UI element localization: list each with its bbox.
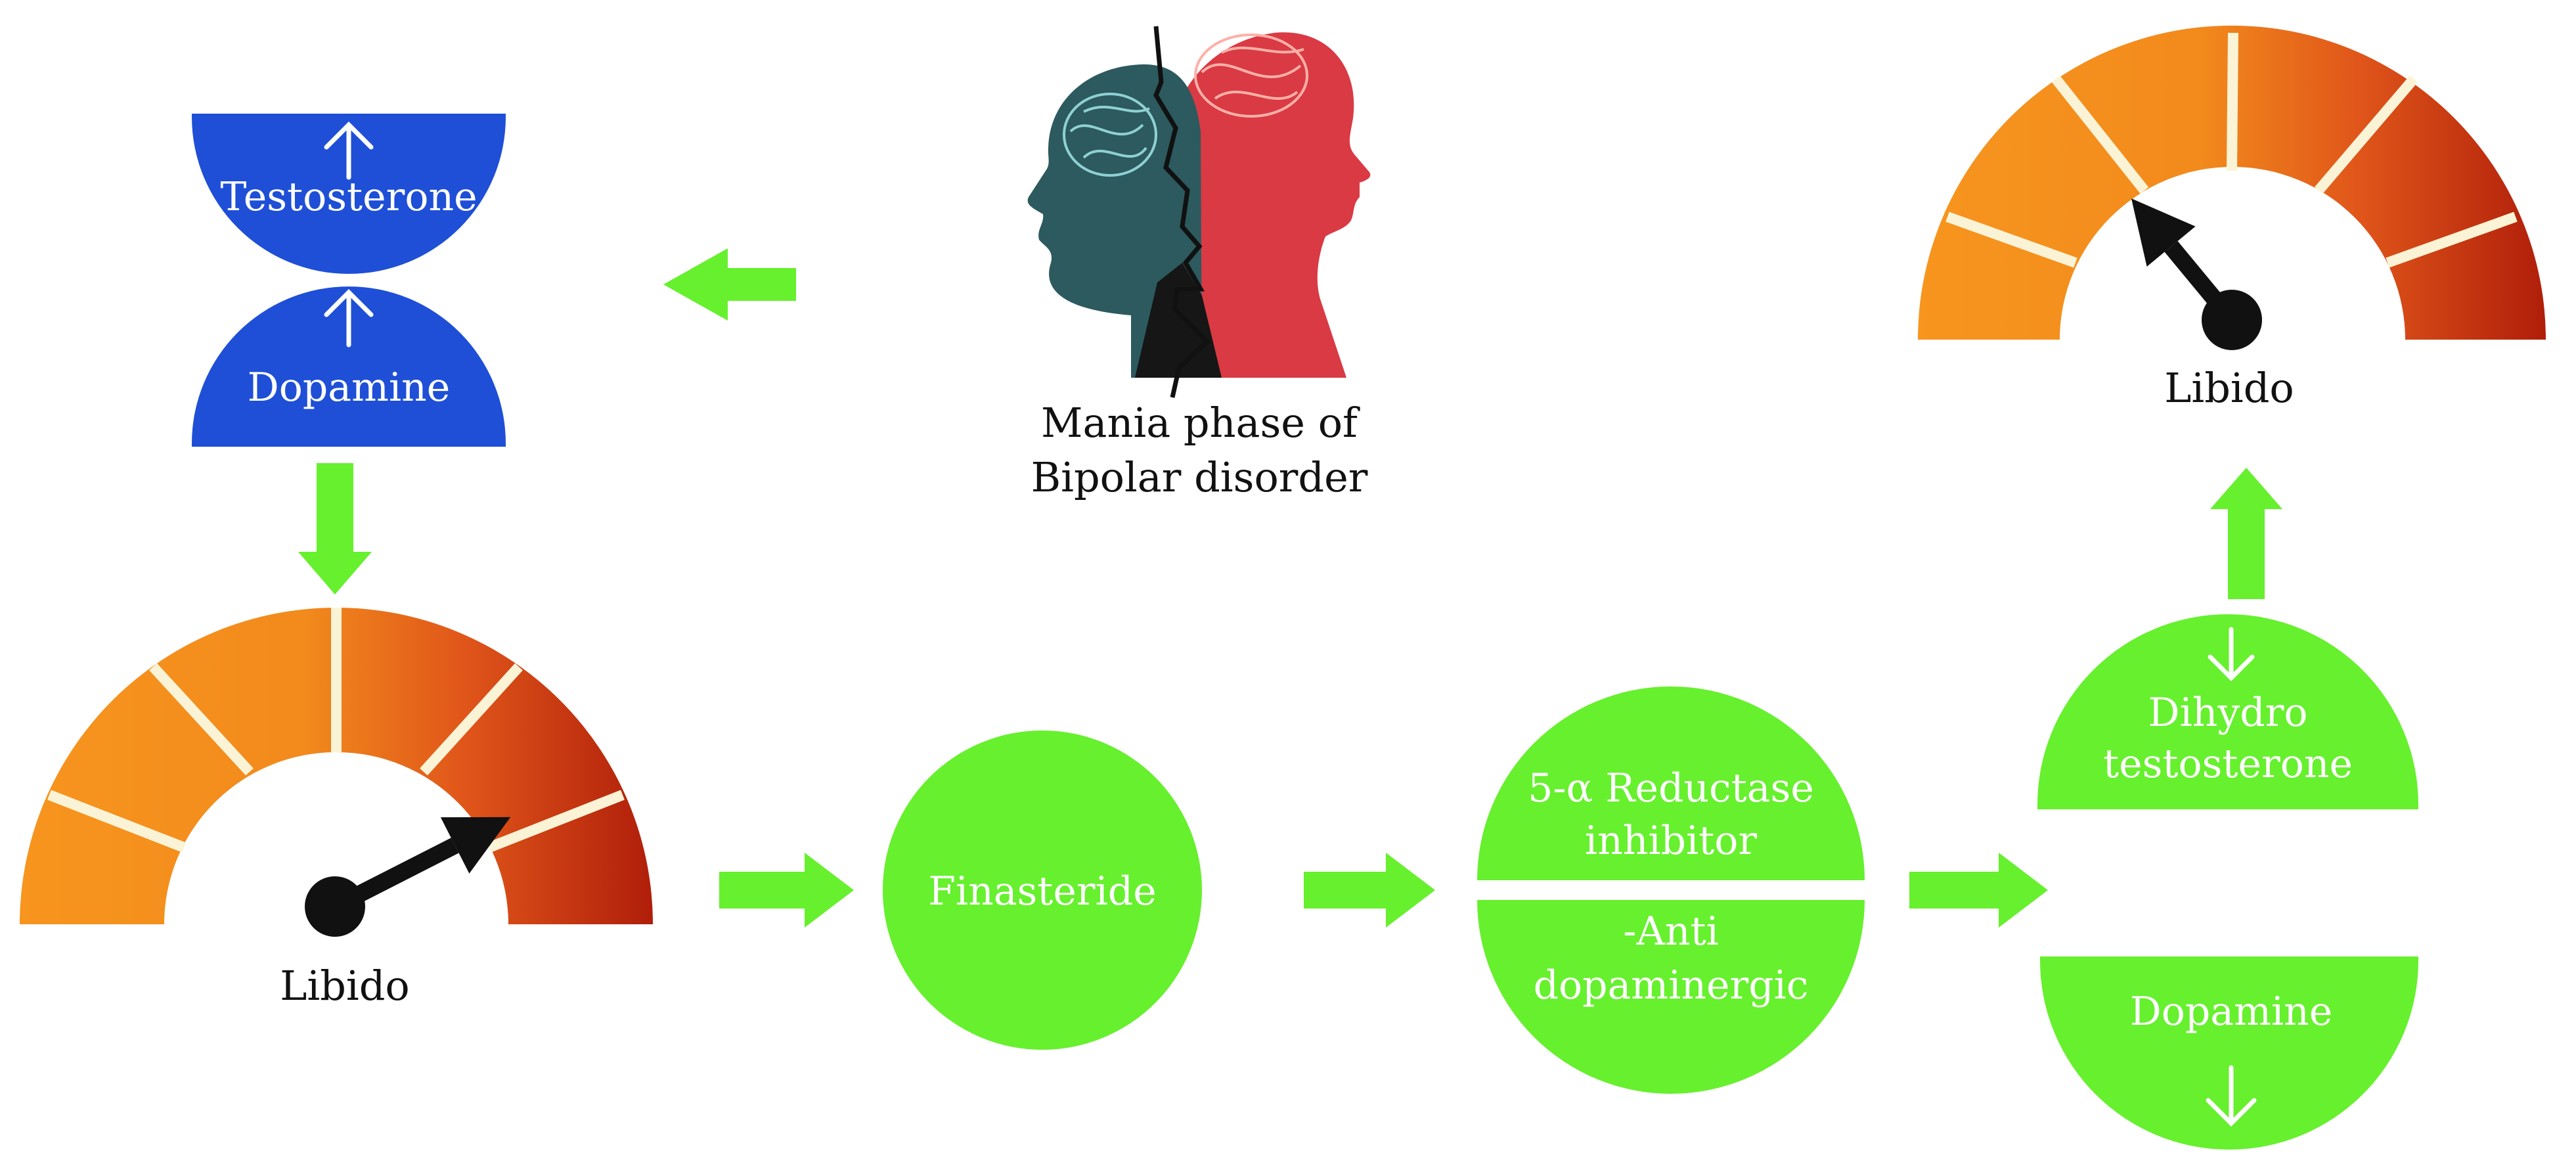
dopamine-down-arrow-icon: [2206, 1065, 2257, 1127]
needle-head: [2131, 198, 2196, 267]
flow-arrows: [298, 248, 2282, 928]
dht-dome: [2037, 614, 2418, 809]
arrow-right-icon: [719, 853, 854, 928]
mechanism-top-line2: inhibitor: [1585, 818, 1757, 864]
bipolar-heads-icon: [1027, 26, 1371, 398]
gauge-left-label: Libido: [280, 962, 410, 1010]
arrow-up-icon: [2210, 468, 2282, 599]
gauge-right-dividers: [1945, 32, 2518, 268]
split-crack: [1153, 26, 1211, 398]
needle-head: [440, 817, 511, 874]
arrow-down-icon: [298, 463, 372, 595]
gauge-left-dividers: [47, 608, 625, 853]
needle-hub: [2202, 290, 2262, 350]
gauge-right-needle-icon: [2131, 198, 2262, 350]
dopamine-bowl: [2040, 956, 2418, 1150]
arrow-left-icon: [663, 248, 796, 321]
outcome-dopamine-label: Dopamine: [2130, 989, 2333, 1035]
dht-down-arrow-icon: [2208, 627, 2255, 681]
gauge-left: Libido: [20, 608, 653, 1010]
testosterone-bowl: [192, 114, 506, 274]
teal-brain-icon: [1063, 93, 1157, 177]
dopamine-up-arrow-icon: [324, 289, 374, 348]
mechanism-bottom-half: [1477, 900, 1865, 1094]
arrow-right-icon: [1304, 853, 1435, 928]
mechanism-bottom-line1: -Anti: [1623, 909, 1719, 955]
dopamine-label: Dopamine: [248, 365, 451, 411]
mechanism-node: 5-α Reductase inhibitor -Anti dopaminerg…: [1477, 686, 1865, 1094]
testosterone-up-arrow-icon: [324, 122, 374, 180]
mania-caption-line1: Mania phase of: [1041, 399, 1360, 447]
dopamine-dome: [192, 286, 506, 447]
red-brain-icon: [1194, 34, 1308, 118]
outcome-node: Dihydro testosterone Dopamine: [2037, 614, 2418, 1150]
finasteride-label: Finasteride: [928, 868, 1156, 914]
arrow-right-icon: [1909, 853, 2048, 928]
gauge-right-label: Libido: [2164, 364, 2294, 412]
dht-line2: testosterone: [2103, 741, 2353, 787]
testosterone-dopamine-group: Testosterone Dopamine: [192, 114, 506, 447]
mechanism-top-half: [1477, 686, 1865, 880]
mechanism-top-line1: 5-α Reductase: [1528, 765, 1814, 811]
gauge-right: Libido: [1918, 26, 2546, 412]
gauge-left-needle-icon: [305, 817, 511, 937]
mechanism-bottom-line2: dopaminergic: [1534, 962, 1809, 1008]
testosterone-label: Testosterone: [220, 174, 477, 220]
mania-caption-line2: Bipolar disorder: [1031, 453, 1368, 501]
needle-hub: [305, 876, 365, 937]
dht-line1: Dihydro: [2148, 690, 2307, 736]
finasteride-node: Finasteride: [883, 730, 1202, 1050]
